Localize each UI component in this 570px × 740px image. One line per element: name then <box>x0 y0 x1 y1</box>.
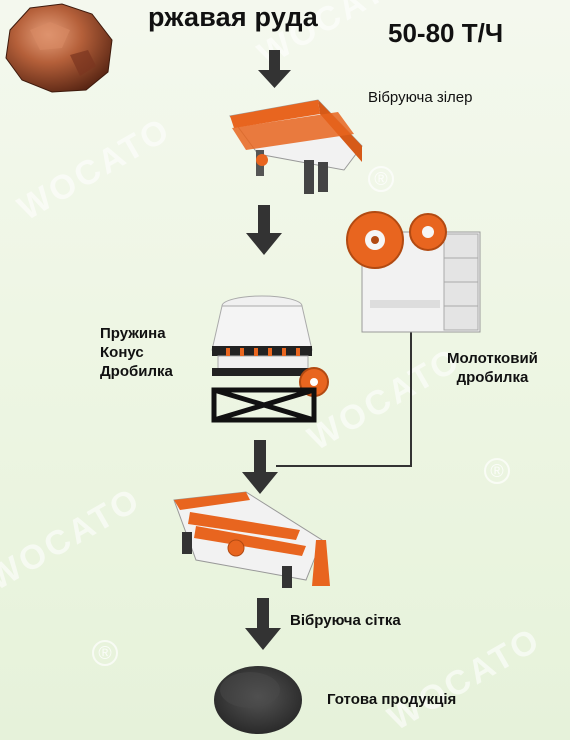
registered-mark: ® <box>368 166 394 192</box>
vibrating-feeder-image <box>229 99 363 194</box>
finished-product-image <box>214 666 302 734</box>
return-line <box>276 330 412 467</box>
vibrating-screen-label: Вібруюча сітка <box>290 612 401 629</box>
arrow-screen-to-product <box>245 598 281 650</box>
registered-mark: ® <box>484 458 510 484</box>
cone-crusher-label-line2: Конус <box>100 344 144 361</box>
registered-mark: ® <box>92 640 118 666</box>
arrow-cone-to-screen <box>242 440 278 494</box>
cone-crusher-label-line1: Пружина <box>100 325 166 342</box>
arrow-ore-to-feeder <box>258 50 291 88</box>
raw-ore-image <box>5 3 113 93</box>
finished-product-label: Готова продукція <box>327 691 457 708</box>
arrow-feeder-to-cone <box>246 205 282 255</box>
vibrating-screen-image <box>173 491 330 588</box>
vibrating-feeder-label: Вібруюча зілер <box>368 89 473 106</box>
jaw-crusher-image <box>346 211 481 333</box>
jaw-crusher-label-line2: дробилка <box>456 369 529 386</box>
cone-crusher-label-line3: Дробилка <box>100 363 173 380</box>
jaw-crusher-label-line1: Молотковий <box>447 350 538 367</box>
page-title: ржавая руда <box>148 2 318 32</box>
capacity-label: 50-80 Т/Ч <box>388 18 504 48</box>
cone-crusher-image <box>211 295 329 423</box>
cone-crusher-label: Пружина Конус Дробилка <box>100 324 173 381</box>
jaw-crusher-label: Молотковий дробилка <box>447 349 538 387</box>
